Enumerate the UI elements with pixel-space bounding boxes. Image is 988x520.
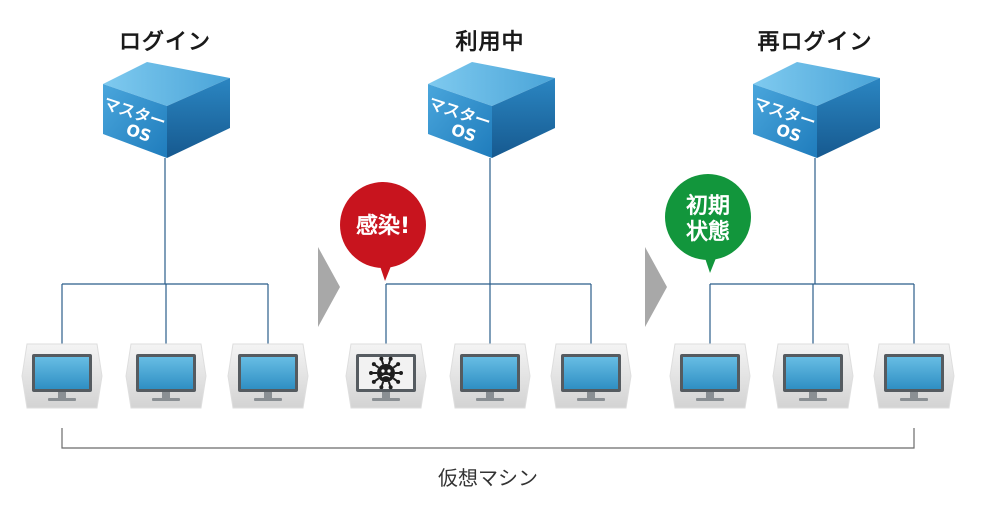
virus-spike-tip bbox=[388, 385, 393, 390]
bubble-text-line1: 感染! bbox=[356, 213, 410, 239]
cube-left-face bbox=[103, 84, 167, 158]
monitor-stand bbox=[696, 398, 724, 401]
virus-spike-tip bbox=[371, 362, 376, 367]
virtual-machine-monitor bbox=[873, 343, 955, 409]
connection-lines bbox=[385, 158, 592, 346]
monitor-screen bbox=[683, 357, 737, 389]
virus-eye bbox=[387, 369, 391, 373]
monitor-screen bbox=[139, 357, 193, 389]
arrow-right-icon bbox=[318, 247, 340, 327]
virus-icon bbox=[369, 356, 403, 390]
monitor-neck bbox=[162, 392, 170, 398]
connection-lines bbox=[709, 158, 915, 346]
virtual-machine-monitor bbox=[227, 343, 309, 409]
monitor-neck bbox=[706, 392, 714, 398]
virtual-machine-monitor bbox=[449, 343, 531, 409]
virus-spike-tip bbox=[369, 371, 373, 375]
virtual-machine-monitor bbox=[125, 343, 207, 409]
monitor-stand bbox=[476, 398, 504, 401]
virus-spike-tip bbox=[379, 385, 384, 390]
bubble-circle bbox=[340, 182, 426, 268]
connection-lines bbox=[61, 158, 269, 346]
virtual-machine-monitor bbox=[550, 343, 632, 409]
monitor-stand bbox=[799, 398, 827, 401]
cube-top-face bbox=[428, 62, 555, 106]
monitor-stand bbox=[372, 398, 400, 401]
virus-mouth bbox=[381, 374, 391, 378]
monitor-screen bbox=[564, 357, 618, 389]
phase-title-in-use: 利用中 bbox=[455, 30, 525, 55]
monitor-screen bbox=[887, 357, 941, 389]
cube-left-face bbox=[753, 84, 817, 158]
monitor-neck bbox=[809, 392, 817, 398]
cube-top-face bbox=[103, 62, 230, 106]
virus-body bbox=[377, 364, 395, 382]
virtual-machine-monitor bbox=[21, 343, 103, 409]
bubble-circle bbox=[665, 174, 751, 260]
virus-spike-tip bbox=[388, 356, 393, 361]
virus-spike-tip bbox=[396, 379, 401, 384]
monitor-neck bbox=[587, 392, 595, 398]
monitor-neck bbox=[486, 392, 494, 398]
monitor-neck bbox=[910, 392, 918, 398]
infected-machine bbox=[345, 343, 427, 409]
bubble-text-line2: 状態 bbox=[686, 219, 730, 245]
monitor-screen bbox=[786, 357, 840, 389]
monitor-screen bbox=[241, 357, 295, 389]
monitor-stand bbox=[900, 398, 928, 401]
status-bubble: 感染! bbox=[340, 182, 426, 281]
monitor-screen bbox=[463, 357, 517, 389]
virtual-machine-monitor bbox=[669, 343, 751, 409]
cube-right-face bbox=[492, 78, 555, 158]
monitor-stand bbox=[577, 398, 605, 401]
monitor-stand bbox=[48, 398, 76, 401]
virtual-machine-monitor bbox=[772, 343, 854, 409]
cube-right-face bbox=[167, 78, 230, 158]
monitor-neck bbox=[264, 392, 272, 398]
monitor-stand bbox=[254, 398, 282, 401]
arrow-right-icon bbox=[645, 247, 667, 327]
bubble-text-line1: 初期 bbox=[686, 193, 730, 219]
cube-top-face bbox=[753, 62, 880, 106]
monitor-neck bbox=[58, 392, 66, 398]
monitor-neck bbox=[382, 392, 390, 398]
virus-spike-tip bbox=[371, 379, 376, 384]
virus-spike-tip bbox=[396, 362, 401, 367]
virtual-machine-bracket bbox=[61, 428, 915, 449]
virus-eye bbox=[381, 369, 385, 373]
phase-title-relogin: 再ログイン bbox=[757, 30, 873, 55]
virtual-machine-label: 仮想マシン bbox=[438, 466, 538, 490]
virus-spike-tip bbox=[379, 356, 384, 361]
virus-spike-tip bbox=[399, 371, 403, 375]
cube-left-face bbox=[428, 84, 492, 158]
cube-right-face bbox=[817, 78, 880, 158]
phase-title-login: ログイン bbox=[118, 30, 211, 55]
monitor-screen bbox=[35, 357, 89, 389]
monitor-stand bbox=[152, 398, 180, 401]
